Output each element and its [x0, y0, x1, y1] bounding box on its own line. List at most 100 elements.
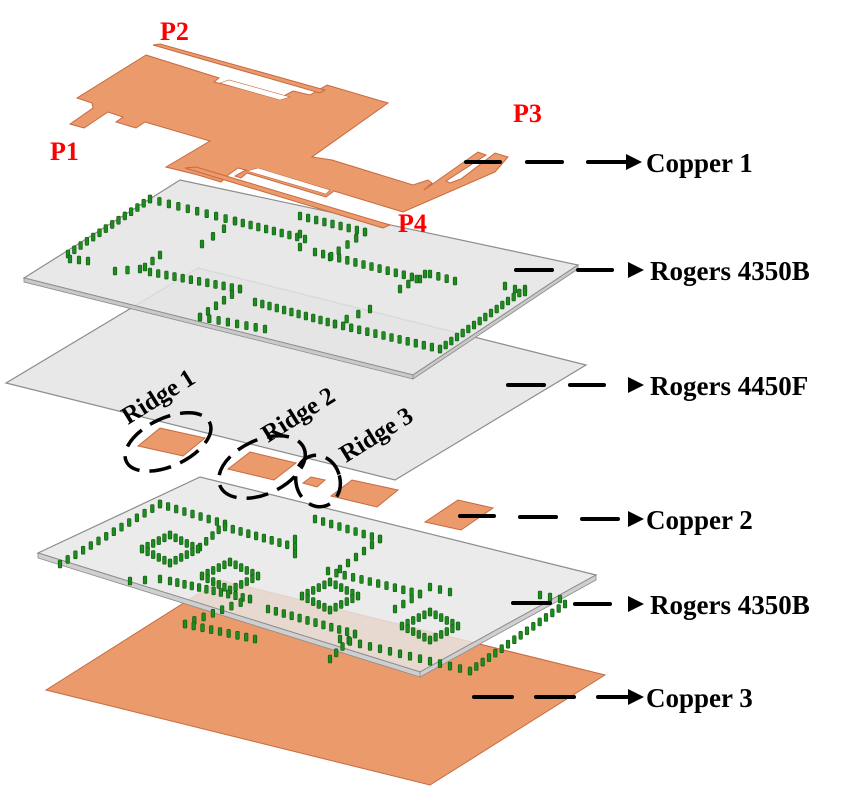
- via: [221, 295, 227, 305]
- via: [292, 549, 298, 559]
- via: [127, 518, 132, 527]
- via: [318, 315, 323, 325]
- via: [369, 262, 374, 271]
- via: [67, 254, 73, 264]
- via: [303, 311, 309, 321]
- via: [221, 281, 226, 291]
- via: [201, 612, 206, 622]
- via: [246, 529, 251, 539]
- via: [397, 649, 403, 659]
- ridge-1-ellipse: [123, 411, 213, 473]
- via: [141, 198, 146, 208]
- arrow-icon: [628, 377, 644, 393]
- via: [401, 599, 406, 609]
- via: [253, 322, 258, 332]
- via: [233, 582, 238, 592]
- via: [387, 646, 393, 656]
- via: [263, 224, 269, 234]
- via: [511, 292, 516, 302]
- via: [197, 312, 203, 322]
- via: [182, 619, 188, 629]
- via: [361, 546, 367, 556]
- port-p2-feedline: [152, 43, 327, 94]
- via: [151, 550, 156, 559]
- via: [229, 283, 234, 292]
- copper-3-plane: [44, 579, 607, 786]
- via: [311, 313, 316, 323]
- via: [454, 332, 460, 342]
- via: [226, 629, 231, 638]
- via: [405, 624, 410, 634]
- via: [142, 508, 147, 518]
- via: [393, 268, 398, 278]
- via: [119, 522, 124, 532]
- via: [365, 327, 370, 337]
- via: [214, 211, 219, 221]
- via: [103, 224, 108, 233]
- via: [444, 616, 449, 625]
- via: [367, 642, 373, 651]
- via: [273, 606, 279, 616]
- via: [289, 611, 294, 621]
- via: [189, 581, 194, 591]
- via: [401, 585, 406, 595]
- via: [344, 314, 349, 324]
- via: [488, 308, 494, 318]
- via: [216, 316, 221, 325]
- via: [427, 607, 433, 617]
- via: [179, 553, 184, 562]
- via: [455, 621, 461, 631]
- via: [311, 586, 316, 595]
- via: [211, 586, 216, 596]
- via: [78, 241, 83, 250]
- via: [377, 644, 383, 654]
- via: [556, 604, 561, 613]
- via-array-bottom: [57, 499, 568, 676]
- via: [173, 533, 178, 543]
- via: [562, 599, 568, 609]
- via: [184, 539, 189, 548]
- via: [297, 229, 303, 239]
- via: [157, 499, 163, 509]
- via: [422, 610, 427, 620]
- via: [505, 639, 511, 649]
- via: [262, 324, 268, 334]
- via: [381, 331, 386, 340]
- via: [346, 223, 351, 233]
- copper-2-pad-4: [329, 479, 400, 508]
- via: [313, 618, 318, 627]
- via: [325, 566, 331, 576]
- via: [339, 583, 344, 592]
- via: [322, 580, 327, 590]
- via: [156, 269, 161, 278]
- via: [444, 627, 449, 636]
- via: [125, 265, 130, 275]
- via: [199, 571, 205, 581]
- via: [499, 644, 504, 654]
- via: [213, 280, 218, 289]
- via: [460, 328, 465, 338]
- arrow-icon: [628, 262, 644, 278]
- via: [344, 597, 349, 606]
- via: [353, 527, 358, 536]
- via: [204, 584, 209, 594]
- via: [225, 317, 231, 327]
- via: [322, 602, 327, 612]
- via: [413, 338, 418, 348]
- via: [334, 568, 339, 578]
- via: [238, 527, 243, 536]
- port-label-p4: P4: [398, 209, 427, 238]
- callout-rogers-4350b-bottom: Rogers 4350B: [511, 590, 810, 620]
- via: [537, 617, 542, 627]
- via: [122, 211, 127, 221]
- via: [252, 634, 258, 644]
- via: [409, 272, 415, 282]
- via: [97, 228, 102, 238]
- via: [254, 531, 259, 541]
- via: [531, 621, 536, 631]
- via: [81, 545, 86, 555]
- via: [329, 251, 334, 261]
- via: [354, 234, 359, 243]
- via: [190, 547, 195, 557]
- via: [222, 582, 227, 592]
